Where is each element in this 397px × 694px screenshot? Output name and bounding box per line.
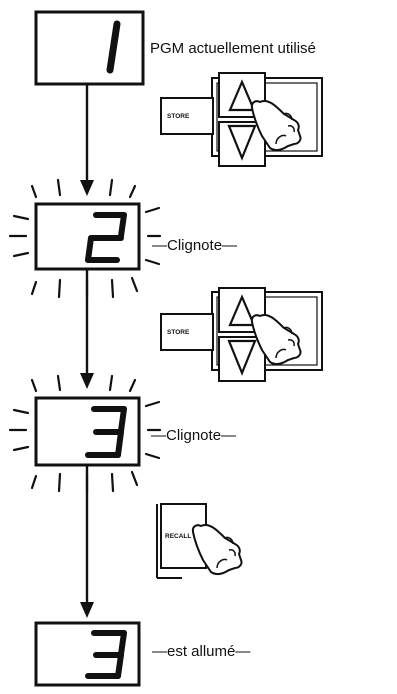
blink-label-1: —Clignote— (152, 238, 237, 253)
segment-digit-2 (88, 215, 124, 260)
flow-arrow-1 (80, 84, 94, 196)
display-3 (10, 376, 160, 491)
segment-digit-1 (110, 24, 117, 70)
display-4 (36, 623, 139, 685)
recall-button-label: RECALL (165, 533, 191, 540)
lit-label: —est allumé— (152, 644, 250, 659)
store-button-label: STORE (167, 113, 190, 120)
store-panel-2: STORE (161, 288, 322, 381)
flow-arrow-2 (80, 269, 94, 389)
flow-arrow-3 (80, 465, 94, 618)
segment-digit-3-lit (88, 633, 124, 676)
current-pgm-label: PGM actuellement utilisé (150, 41, 316, 56)
segment-digit-3 (88, 409, 124, 455)
recall-panel: RECALL (157, 504, 242, 578)
display-2 (10, 180, 160, 297)
blink-label-2: —Clignote— (151, 428, 236, 443)
store-button-2-label: STORE (167, 329, 190, 336)
store-panel-1: STORE (161, 73, 322, 166)
display-1 (36, 12, 143, 84)
